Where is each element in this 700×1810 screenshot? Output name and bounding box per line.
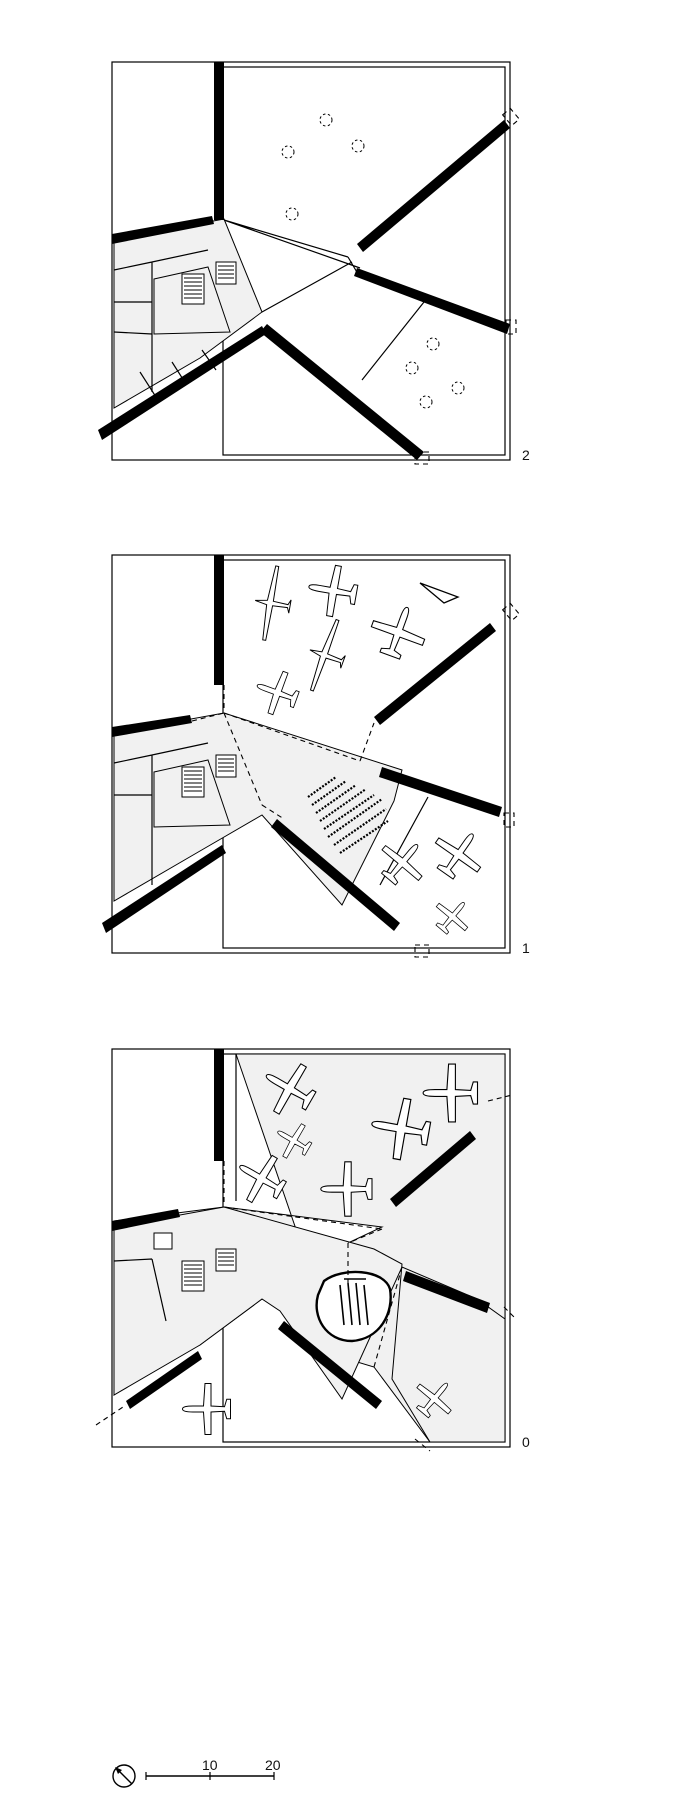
- scale-label-10: 10: [202, 1757, 218, 1773]
- floor-label-1: 1: [522, 940, 530, 956]
- floor-1-plan: 1: [102, 555, 530, 957]
- floor-label-2: 2: [522, 447, 530, 463]
- north-arrow: [113, 1765, 135, 1787]
- floor-2-plan: 2: [98, 62, 530, 464]
- floor-0-plan: 0: [0, 1049, 530, 1451]
- floor-label-0: 0: [522, 1434, 530, 1450]
- scale-label-20: 20: [265, 1757, 281, 1773]
- scale-bar: 10 20: [146, 1757, 281, 1780]
